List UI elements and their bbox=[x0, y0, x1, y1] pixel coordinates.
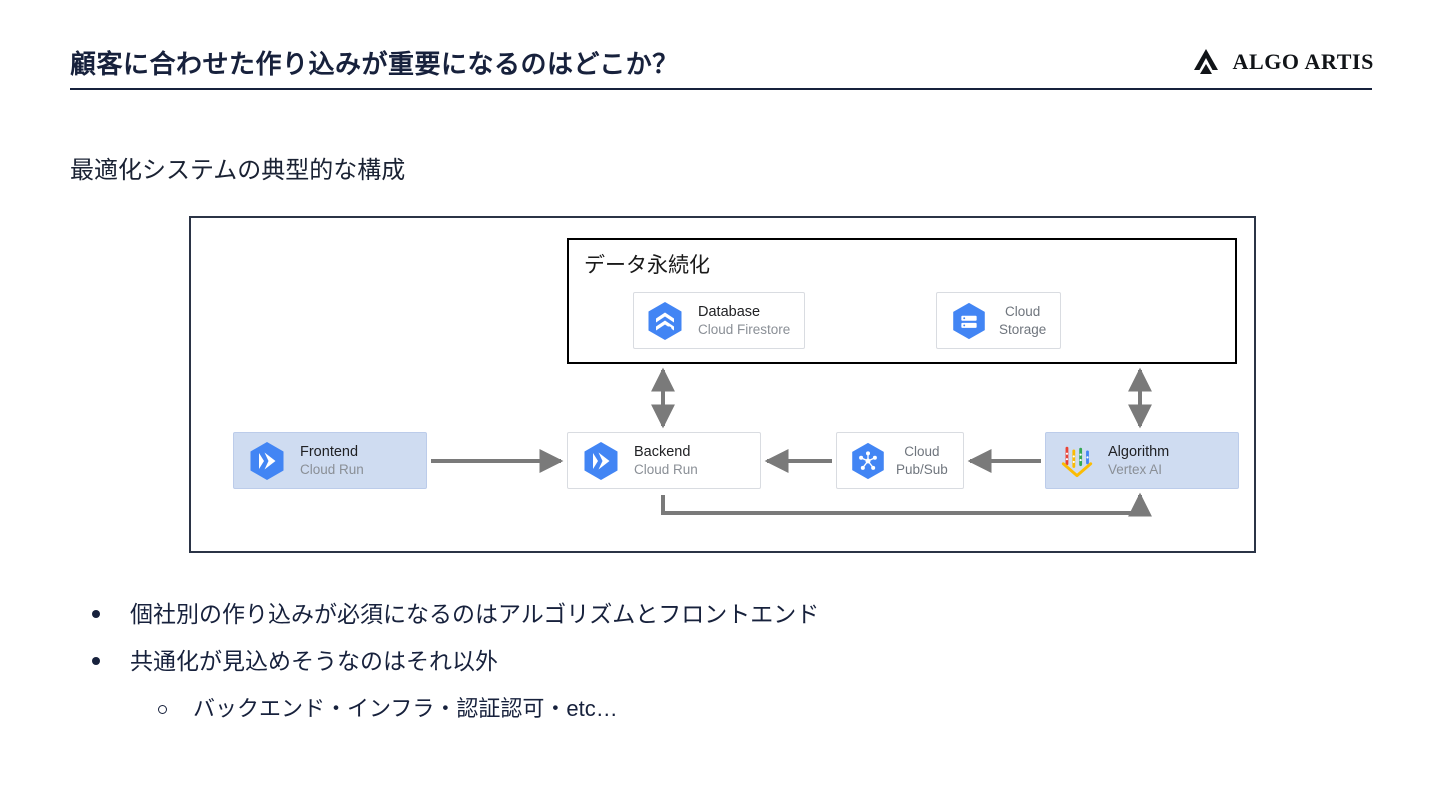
node-backend[interactable]: Backend Cloud Run bbox=[567, 432, 761, 489]
gcp-firestore-icon bbox=[642, 298, 688, 344]
node-database[interactable]: Database Cloud Firestore bbox=[633, 292, 805, 349]
page-title: 顧客に合わせた作り込みが重要になるのはどこか？ bbox=[70, 49, 679, 79]
node-cloud-storage-subtitle: Storage bbox=[999, 321, 1047, 337]
node-frontend-title: Frontend bbox=[300, 443, 359, 460]
bullet-subitem: バックエンド・インフラ・認証認可・etc… bbox=[148, 693, 1358, 725]
node-cloud-storage-title: Cloud bbox=[1005, 304, 1041, 320]
gcp-cloud-run-icon bbox=[244, 438, 290, 484]
title-underline-rule bbox=[70, 88, 1372, 90]
brand-logo: ALGO ARTIS bbox=[1191, 47, 1374, 77]
bullet-list: 個社別の作り込みが必須になるのはアルゴリズムとフロントエンド 共通化が見込めそう… bbox=[78, 598, 1358, 735]
gcp-cloud-run-icon bbox=[578, 438, 624, 484]
node-database-subtitle: Cloud Firestore bbox=[698, 322, 791, 338]
node-cloud-pubsub[interactable]: Cloud Pub/Sub bbox=[836, 432, 964, 489]
node-cloud-storage[interactable]: Cloud Storage bbox=[936, 292, 1061, 349]
brand-name: ALGO ARTIS bbox=[1232, 49, 1374, 74]
architecture-diagram: データ永続化 Database Cloud Firestore bbox=[189, 216, 1256, 553]
node-cloud-pubsub-subtitle: Pub/Sub bbox=[896, 461, 948, 477]
bullet-item: 共通化が見込めそうなのはそれ以外 bbox=[78, 645, 1358, 678]
node-algorithm-subtitle: Vertex AI bbox=[1108, 462, 1163, 478]
node-algorithm-title: Algorithm bbox=[1108, 443, 1170, 460]
bullet-hollow-dot-icon bbox=[158, 704, 167, 714]
node-database-title: Database bbox=[698, 303, 761, 320]
bullet-text: 個社別の作り込みが必須になるのはアルゴリズムとフロントエンド bbox=[130, 601, 820, 627]
node-cloud-pubsub-title: Cloud bbox=[904, 444, 940, 460]
gcp-vertex-ai-icon bbox=[1056, 440, 1098, 482]
node-frontend-subtitle: Cloud Run bbox=[300, 462, 364, 478]
node-frontend[interactable]: Frontend Cloud Run bbox=[233, 432, 427, 489]
node-backend-subtitle: Cloud Run bbox=[634, 462, 698, 478]
bullet-text: 共通化が見込めそうなのはそれ以外 bbox=[130, 648, 498, 675]
arrow-backend-to-algorithm-feedback bbox=[661, 492, 1152, 517]
algo-artis-chevron-logo-icon bbox=[1194, 49, 1219, 74]
bullet-subtext: バックエンド・インフラ・認証認可・etc… bbox=[193, 695, 618, 721]
section-subtitle: 最適化システムの典型的な構成 bbox=[70, 157, 406, 184]
bullet-dot-icon bbox=[92, 610, 100, 618]
gcp-pubsub-icon bbox=[846, 439, 890, 483]
bullet-dot-icon bbox=[92, 657, 100, 666]
gcp-cloud-storage-icon bbox=[947, 299, 991, 343]
data-persistence-label: データ永続化 bbox=[584, 254, 710, 277]
bullet-item: 個社別の作り込みが必須になるのはアルゴリズムとフロントエンド bbox=[78, 598, 1358, 631]
node-algorithm[interactable]: Algorithm Vertex AI bbox=[1045, 432, 1239, 489]
node-backend-title: Backend bbox=[634, 443, 691, 460]
